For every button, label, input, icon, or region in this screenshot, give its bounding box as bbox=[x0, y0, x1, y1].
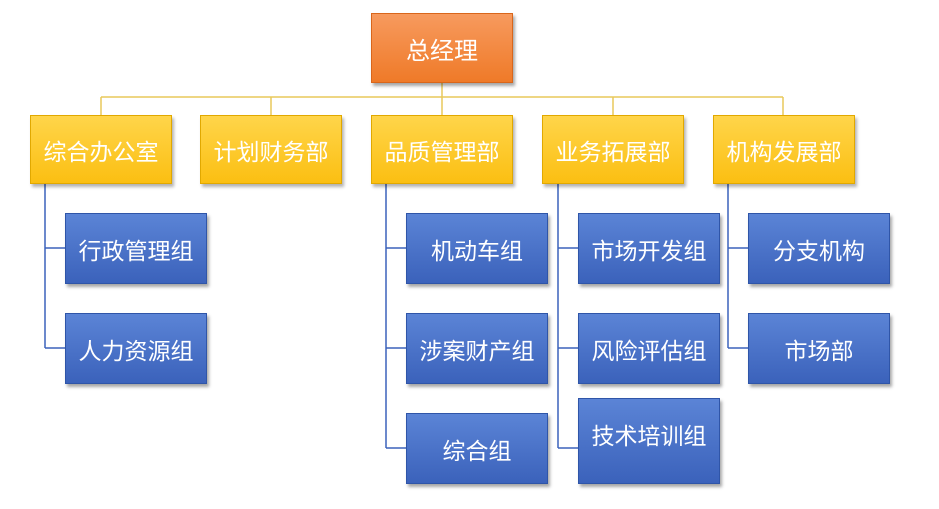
team-risk-assessment: 风险评估组 bbox=[578, 313, 720, 384]
team-branch-offices: 分支机构 bbox=[748, 213, 890, 284]
dept-general-office: 综合办公室 bbox=[30, 115, 172, 184]
team-human-resources: 人力资源组 bbox=[65, 313, 207, 384]
root-node-general-manager: 总经理 bbox=[371, 13, 513, 83]
team-administration: 行政管理组 bbox=[65, 213, 207, 284]
dept-quality-management: 品质管理部 bbox=[371, 115, 513, 184]
team-comprehensive: 综合组 bbox=[406, 413, 548, 484]
dept-business-development: 业务拓展部 bbox=[542, 115, 684, 184]
dept-planning-finance: 计划财务部 bbox=[200, 115, 342, 184]
team-marketing: 市场部 bbox=[748, 313, 890, 384]
team-motor-vehicle: 机动车组 bbox=[406, 213, 548, 284]
dept-institution-development: 机构发展部 bbox=[713, 115, 855, 184]
team-market-development: 市场开发组 bbox=[578, 213, 720, 284]
team-technical-training: 技术培训组 bbox=[578, 398, 720, 484]
team-case-property: 涉案财产组 bbox=[406, 313, 548, 384]
